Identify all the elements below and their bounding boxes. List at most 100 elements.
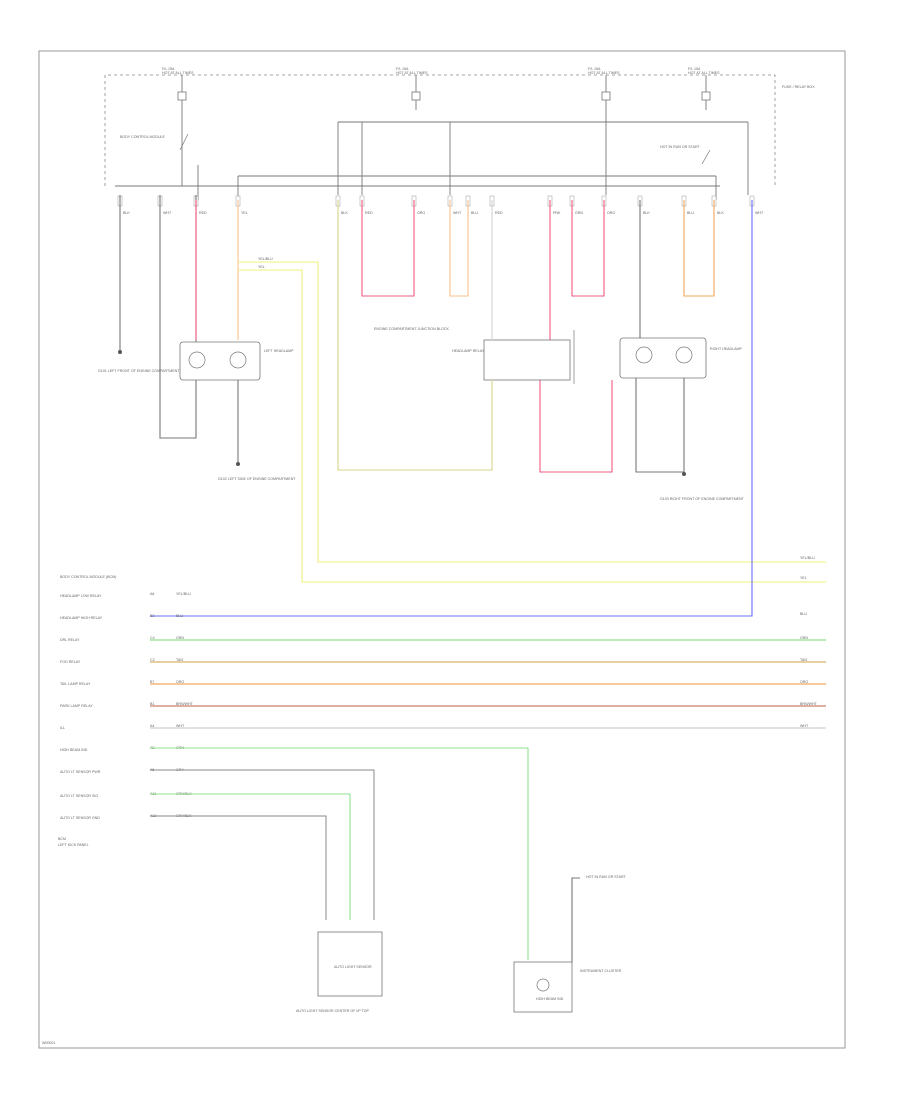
- svg-text:LEFT HEADLAMP: LEFT HEADLAMP: [264, 349, 294, 353]
- svg-text:HOT AT ALL TIMES: HOT AT ALL TIMES: [688, 71, 720, 75]
- connector-wire-code: YEL: [241, 211, 248, 215]
- ground-g2-label: G102 LEFT SIDE OF ENGINE COMPARTMENT: [218, 477, 296, 481]
- bcm-pin-label: AUTO LT SENSOR GND: [60, 816, 100, 820]
- svg-text:AUTO LIGHT SENSOR: AUTO LIGHT SENSOR: [334, 965, 372, 969]
- relay-switch-left: BODY CONTROL MODULE: [120, 133, 189, 151]
- module-location-text: LEFT KICK PANEL: [58, 843, 89, 847]
- connector-wire-code: WHT: [755, 211, 764, 215]
- footer-code: W00001: [42, 1041, 55, 1045]
- bcm-wire-label: WHT: [176, 724, 185, 728]
- wire-olive-relay: [337, 200, 493, 471]
- right-wire-label: GRN: [800, 636, 808, 640]
- wire-sensor-gnd: [150, 815, 327, 920]
- wire-yellow: [238, 269, 826, 583]
- fuse-2: F/L 15A HOT AT ALL TIMES: [396, 67, 428, 110]
- svg-text:AUTO LIGHT SENSOR CENTER OF I/: AUTO LIGHT SENSOR CENTER OF I/P TOP: [296, 1009, 370, 1013]
- bcm-pin-label: AUTO LT SENSOR PWR: [60, 770, 101, 774]
- bcm-pin-number: A4: [150, 724, 154, 728]
- fuse-3: F/L 15A HOT AT ALL TIMES: [588, 67, 620, 110]
- right-wire-label: BRN/WHT: [800, 702, 818, 706]
- svg-text:RIGHT HEADLAMP: RIGHT HEADLAMP: [710, 347, 742, 351]
- connector-wire-code: PNK: [553, 211, 561, 215]
- bcm-pin-label: FOG RELAY: [60, 660, 81, 664]
- bcm-wire-label: BLU: [176, 614, 183, 618]
- connector-wire-code: RED: [495, 211, 503, 215]
- right-wire-label: BLU: [800, 612, 807, 616]
- svg-text:F/L 15A: F/L 15A: [688, 67, 701, 71]
- right-wire-label: TAN: [800, 658, 807, 662]
- bcm-pin-number: A8: [150, 592, 154, 596]
- wire-orange-1: [683, 200, 715, 297]
- svg-text:HOT AT ALL TIMES: HOT AT ALL TIMES: [162, 71, 194, 75]
- svg-text:INSTRUMENT CLUSTER: INSTRUMENT CLUSTER: [580, 969, 622, 973]
- module-header: BODY CONTROL MODULE (BCM): [60, 575, 116, 579]
- headlamp-relay: HEADLAMP RELAY: [452, 330, 575, 384]
- wire-sensor-pwr: [150, 769, 375, 920]
- wire-blue: [150, 200, 753, 617]
- auto-light-sensor: AUTO LIGHT SENSOR AUTO LIGHT SENSOR CENT…: [296, 931, 383, 1013]
- instrument-cluster: HIGH BEAM IND INSTRUMENT CLUSTER: [513, 961, 622, 1013]
- wire-cluster-power: [571, 877, 580, 962]
- svg-text:HOT AT ALL TIMES: HOT AT ALL TIMES: [396, 71, 428, 75]
- right-wire-label: YEL: [800, 576, 807, 580]
- connector-row: BLK WHT RED YEL BLK RED ORG WHT BLU RED PNK GRN ORG B…: [117, 195, 764, 215]
- bcm-pin-label: DRL RELAY: [60, 638, 80, 642]
- connector-wire-code: GRN: [575, 211, 583, 215]
- bcm-wire-label: YEL/BLU: [176, 592, 191, 596]
- fuse-4: F/L 15A HOT AT ALL TIMES: [688, 67, 720, 110]
- fuse-1: F/L 15A HOT AT ALL TIMES: [162, 67, 194, 110]
- wire-sensor-sig: [150, 793, 351, 920]
- engine-compartment-label: ENGINE COMPARTMENT JUNCTION BLOCK: [374, 327, 449, 331]
- wire-label-yelblu-top: YEL/BLU: [258, 257, 273, 261]
- bcm-pin-label: HIGH BEAM IND: [60, 748, 88, 752]
- right-wire-label: ORG: [800, 680, 808, 684]
- ground-g1-label: G101 LEFT FRONT OF ENGINE COMPARTMENT: [98, 369, 180, 373]
- bcm-pin-label: ILL: [60, 726, 65, 730]
- relay-switch-right: HOT IN RUN OR START: [660, 145, 711, 165]
- fuse-box-outline: [104, 74, 776, 186]
- wire-pink-loop: [539, 380, 613, 473]
- wire-hibeam: [150, 747, 529, 960]
- bcm-pin-label: PARK LAMP RELAY: [60, 704, 93, 708]
- bcm-pin-label: TAIL LAMP RELAY: [60, 682, 91, 686]
- svg-text:HIGH BEAM IND: HIGH BEAM IND: [536, 997, 564, 1001]
- power-bus: [115, 110, 749, 200]
- wire-yellow-blue: [238, 261, 826, 563]
- fuse-box-label: FUSE / RELAY BOX: [782, 85, 815, 89]
- bcm-wire-label: ORG: [176, 680, 184, 684]
- bcm-pin-label: HEADLAMP LOW RELAY: [60, 594, 102, 598]
- bcm-pin-label: HEADLAMP HIGH RELAY: [60, 616, 103, 620]
- bcm-wire-label: GRN: [176, 636, 184, 640]
- bcm-pin-number: C2: [150, 658, 155, 662]
- svg-text:F/L 15A: F/L 15A: [162, 67, 175, 71]
- connector-wire-code: RED: [365, 211, 373, 215]
- bcm-wire-label: TAN: [176, 658, 183, 662]
- wire-pink-1: [361, 200, 415, 297]
- right-wire-label: WHT: [800, 724, 809, 728]
- connector-wire-code: RED: [199, 211, 207, 215]
- svg-text:HOT IN RUN OR START: HOT IN RUN OR START: [660, 145, 701, 149]
- svg-text:F/L 15A: F/L 15A: [588, 67, 601, 71]
- bcm-pin-number: B1: [150, 702, 154, 706]
- connector-wire-code: BLU: [687, 211, 694, 215]
- wire-left-black-loop: [159, 195, 197, 439]
- cluster-power-label: HOT IN RUN OR START: [586, 875, 627, 879]
- ground-g3-label: G103 RIGHT FRONT OF ENGINE COMPARTMENT: [660, 497, 745, 501]
- bcm-pin-number: C4: [150, 636, 155, 640]
- diagram-frame: [38, 50, 846, 1049]
- connector-wire-code: ORG: [417, 211, 425, 215]
- connector-wire-code: BLK: [717, 211, 724, 215]
- connector-wire-code: BLK: [123, 211, 130, 215]
- left-headlamp: LEFT HEADLAMP: [179, 341, 294, 381]
- bcm-pin-label: AUTO LT SENSOR SIG: [60, 794, 98, 798]
- wire-pink-2: [571, 200, 605, 297]
- connector-wire-code: ORG: [607, 211, 615, 215]
- wire-label-yel-top: YEL: [258, 265, 265, 269]
- right-wire-label: YEL/BLU: [800, 556, 815, 560]
- svg-text:F/L 15A: F/L 15A: [396, 67, 409, 71]
- connector-wire-code: WHT: [163, 211, 172, 215]
- bcm-pin-number: B7: [150, 680, 154, 684]
- connector-wire-code: BLU: [471, 211, 478, 215]
- bcm-pin-number: B3: [150, 614, 154, 618]
